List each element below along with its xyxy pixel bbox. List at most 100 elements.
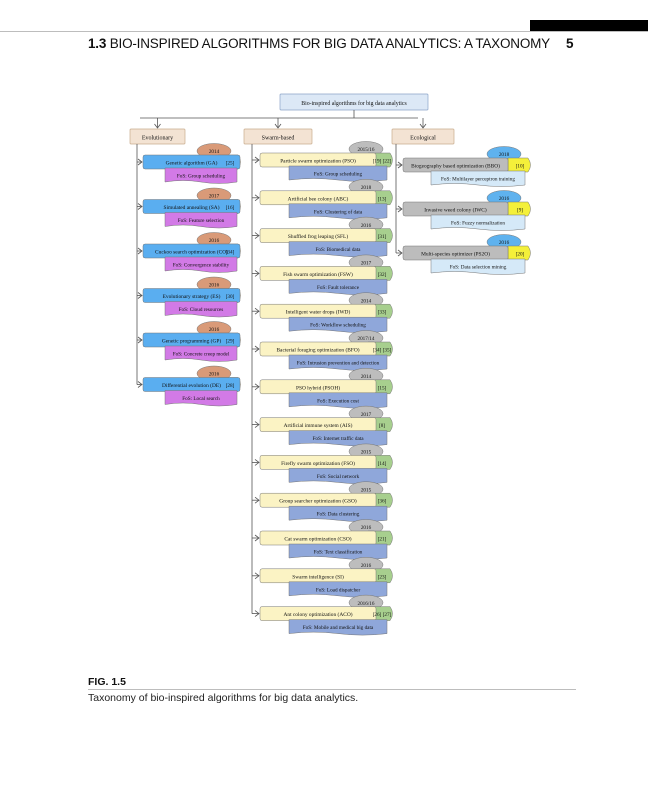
reference-label: [15] (378, 385, 387, 391)
reference-label: [10] (516, 164, 525, 170)
field-of-study-box (288, 619, 388, 636)
running-header: 1.3 BIO-INSPIRED ALGORITHMS FOR BIG DATA… (88, 36, 550, 51)
year-label: 2017 (361, 261, 372, 267)
arrow-head-icon (137, 381, 143, 388)
algorithm-name: Cat swarm optimization (CSO) (284, 536, 351, 543)
algorithm-name: PSO hybrid (PSOH) (296, 384, 340, 391)
algorithm-name: Genetic programming (GP) (162, 338, 221, 345)
year-label: 2015 (361, 487, 372, 493)
arrow-head-icon (397, 205, 403, 213)
year-label: 2016 (361, 525, 372, 531)
reference-label: [20] (516, 252, 525, 258)
field-of-study-box (164, 301, 238, 318)
figure-label: FIG. 1.5 (88, 676, 126, 688)
year-label: 2016 (361, 223, 372, 229)
algorithm-name: Ant colony optimization (ACO) (283, 611, 352, 618)
arrow-head-icon (274, 123, 282, 129)
field-of-study-box (288, 165, 388, 182)
algorithm-name: Intelligent water drops (IWD) (286, 309, 351, 316)
field-of-study-box (164, 212, 238, 229)
reference-tab (507, 157, 531, 173)
field-of-study-label: FoS: Group scheduling (177, 174, 226, 180)
field-of-study-box (164, 345, 238, 362)
field-of-study-label: FoS: Biomedical data (316, 247, 362, 253)
reference-label: [34] [35] (373, 348, 392, 354)
arrow-head-icon (137, 158, 143, 166)
field-of-study-label: FoS: Convergence stability (173, 263, 230, 269)
field-of-study-label: FoS: Group scheduling (314, 172, 363, 178)
algorithm-name: Shuffled frog leaping (SFL) (288, 233, 348, 240)
year-label: 2017/14 (357, 336, 374, 342)
year-label: 2016 (361, 563, 372, 569)
category-header-label: Ecological (410, 136, 436, 142)
arrow-head-icon (137, 292, 143, 299)
reference-label: [21] (378, 537, 387, 543)
figure-caption: Taxonomy of bio-inspired algorithms for … (88, 692, 359, 704)
field-of-study-box (288, 279, 388, 296)
field-of-study-label: FoS: Clustering of data (314, 208, 363, 215)
reference-label: [9] (517, 208, 523, 214)
year-label: 2016/16 (357, 601, 374, 607)
algorithm-name: Multi-species optimizer (PS2O) (421, 251, 490, 258)
algorithm-name: Bacterial foraging optimization (BFO) (276, 347, 359, 354)
field-of-study-box (430, 214, 526, 231)
field-of-study-box (288, 543, 388, 560)
reference-label: [36] (378, 499, 387, 505)
reference-label: [31] (378, 234, 387, 240)
field-of-study-label: FoS: Multilayer perceptron training (441, 177, 515, 183)
arrow-head-icon (254, 307, 260, 315)
arrow-head-icon (419, 123, 427, 129)
header-rule (0, 31, 648, 32)
year-label: 2018 (361, 185, 372, 191)
field-of-study-box (164, 167, 238, 184)
algorithm-name: Genetic algorithm (GA) (166, 160, 218, 167)
field-of-study-box (288, 316, 388, 333)
reference-label: [19] [22] (373, 159, 392, 165)
field-of-study-label: FoS: Social network (317, 474, 360, 480)
algorithm-name: Artificial immune system (AIS) (284, 422, 353, 429)
year-label: 2015 (361, 450, 372, 456)
section-number: 1.3 (88, 36, 107, 51)
arrow-head-icon (137, 203, 143, 210)
arrow-head-icon (154, 123, 161, 129)
algorithm-name: Biogeography based optimization (BBO) (411, 163, 500, 170)
year-label: 2016 (499, 196, 510, 202)
field-of-study-box (164, 390, 238, 407)
field-of-study-label: FoS: Mobile and medical big data (303, 625, 374, 631)
year-label: 2016 (209, 372, 220, 378)
field-of-study-label: FoS: Feature selection (178, 218, 225, 224)
algorithm-name: Group searcher optimization (GSO) (279, 498, 357, 505)
field-of-study-label: FoS: Workflow scheduling (310, 322, 366, 329)
arrow-head-icon (254, 459, 260, 466)
arrow-head-icon (254, 534, 260, 542)
field-of-study-label: FoS: Concrete creep model (173, 352, 230, 358)
reference-label: [14] (378, 461, 387, 467)
year-label: 2017 (209, 194, 220, 200)
field-of-study-label: FoS: Fault tolerance (317, 285, 360, 291)
field-of-study-label: FoS: Text classification (314, 549, 363, 556)
algorithm-name: Cuckoo search optimization (CO) (155, 249, 228, 256)
field-of-study-label: FoS: Cloud resources (179, 307, 224, 313)
algorithm-name: Firefly swarm optimization (FSO) (281, 460, 355, 467)
arrow-head-icon (254, 156, 260, 164)
year-label: 2017 (361, 412, 372, 418)
page-number: 5 (566, 36, 574, 51)
category-header-box (391, 128, 455, 145)
algorithm-name: Evolutionary strategy (ES) (163, 293, 221, 300)
arrow-head-icon (397, 161, 403, 169)
field-of-study-box (288, 430, 388, 447)
year-label: 2016 (209, 283, 220, 289)
category-header-box (129, 128, 186, 145)
